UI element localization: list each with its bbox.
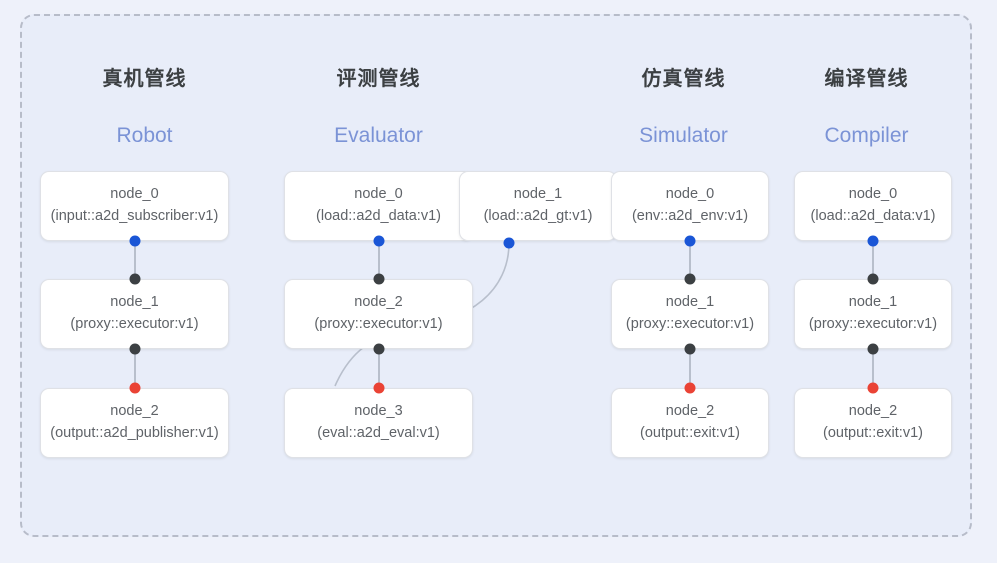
output-port-dot[interactable] (867, 343, 879, 355)
node-type: (output::exit:v1) (640, 425, 740, 441)
column-title-cn-simulator: 仿真管线 (641, 68, 726, 90)
node-name: node_0 (110, 186, 159, 203)
node-type: (output::a2d_publisher:v1) (50, 425, 219, 441)
node-type: (env::a2d_env:v1) (631, 208, 749, 224)
node-name: node_2 (110, 403, 159, 420)
connector-line (377, 349, 380, 388)
input-port-dot[interactable] (867, 273, 879, 285)
output-port-dot[interactable] (684, 235, 696, 247)
column-title-cn-compiler: 编译管线 (824, 68, 909, 90)
node-type: (proxy::executor:v1) (808, 316, 938, 332)
column-title-cn-robot: 真机管线 (102, 68, 187, 90)
input-port-dot[interactable] (373, 382, 384, 394)
connector-line (689, 241, 691, 279)
pipeline-column-robot: 真机管线 Robot node_0 (input::a2d_subscriber… (20, 14, 269, 537)
node-card[interactable]: node_3 (eval::a2d_eval:v1) (284, 388, 473, 458)
node-card[interactable]: node_0 (load::a2d_data:v1) (794, 171, 952, 241)
node-type: (proxy::executor:v1) (625, 316, 755, 332)
node-type: (proxy::executor:v1) (70, 316, 199, 332)
node-card[interactable]: node_2 (output::exit:v1) (794, 388, 952, 458)
node-card[interactable]: node_2 (output::a2d_publisher:v1) (40, 388, 229, 458)
column-title-cn-evaluator: 评测管线 (336, 68, 421, 90)
node-card[interactable]: node_2 (output::exit:v1) (611, 388, 769, 458)
input-port-dot[interactable] (867, 382, 879, 394)
node-card[interactable]: node_1 (proxy::executor:v1) (611, 279, 769, 349)
connector-line (377, 241, 380, 279)
output-port-dot[interactable] (867, 235, 879, 247)
node-card[interactable]: node_0 (load::a2d_data:v1) (284, 171, 473, 241)
node-name: node_0 (354, 186, 403, 203)
node-type: (load::a2d_data:v1) (316, 208, 441, 224)
output-port-dot-gt[interactable] (503, 237, 515, 249)
input-port-dot[interactable] (684, 382, 696, 394)
node-card[interactable]: node_1 (load::a2d_gt:v1) (459, 171, 617, 241)
column-title-en-simulator: Simulator (639, 124, 728, 147)
node-card[interactable]: node_0 (input::a2d_subscriber:v1) (40, 171, 229, 241)
output-port-dot[interactable] (129, 235, 140, 247)
node-type: (eval::a2d_eval:v1) (317, 425, 440, 441)
pipeline-column-simulator: 仿真管线 Simulator node_0 (env::a2d_env:v1) … (593, 14, 774, 537)
input-port-dot[interactable] (129, 382, 140, 394)
node-type: (load::a2d_gt:v1) (483, 208, 593, 224)
node-card[interactable]: node_1 (proxy::executor:v1) (40, 279, 229, 349)
node-card[interactable]: node_1 (proxy::executor:v1) (794, 279, 952, 349)
column-title-en-robot: Robot (116, 124, 173, 147)
pipeline-column-compiler: 编译管线 Compiler node_0 (load::a2d_data:v1)… (776, 14, 957, 537)
node-name: node_2 (848, 403, 898, 420)
pipeline-column-evaluator: 评测管线 Evaluator node_0 (load::a2d_data:v1… (269, 14, 617, 537)
node-name: node_2 (354, 294, 403, 311)
node-card[interactable]: node_0 (env::a2d_env:v1) (611, 171, 769, 241)
node-name: node_0 (848, 186, 898, 203)
input-port-dot[interactable] (373, 273, 384, 285)
output-port-dot[interactable] (684, 343, 696, 355)
node-type: (load::a2d_data:v1) (810, 208, 936, 224)
node-type: (proxy::executor:v1) (314, 316, 443, 332)
column-title-en-evaluator: Evaluator (334, 124, 423, 147)
node-name: node_1 (513, 186, 563, 203)
node-name: node_1 (110, 294, 159, 311)
node-card[interactable]: node_2 (proxy::executor:v1) (284, 279, 473, 349)
node-type: (output::exit:v1) (823, 425, 923, 441)
connector-line (872, 241, 874, 279)
connector-line (133, 241, 136, 279)
output-port-dot[interactable] (373, 235, 384, 247)
output-port-dot[interactable] (373, 343, 384, 355)
node-name: node_1 (848, 294, 898, 311)
output-port-dot[interactable] (129, 343, 140, 355)
node-name: node_1 (665, 294, 715, 311)
connector-line (689, 349, 691, 388)
input-port-dot[interactable] (129, 273, 140, 285)
connector-line (872, 349, 874, 388)
node-name: node_2 (665, 403, 715, 420)
connector-line (133, 349, 136, 388)
node-type: (input::a2d_subscriber:v1) (50, 208, 219, 224)
input-port-dot[interactable] (684, 273, 696, 285)
node-name: node_0 (665, 186, 715, 203)
column-title-en-compiler: Compiler (824, 124, 909, 147)
pipeline-columns: 真机管线 Robot node_0 (input::a2d_subscriber… (20, 14, 972, 537)
node-name: node_3 (354, 403, 403, 420)
